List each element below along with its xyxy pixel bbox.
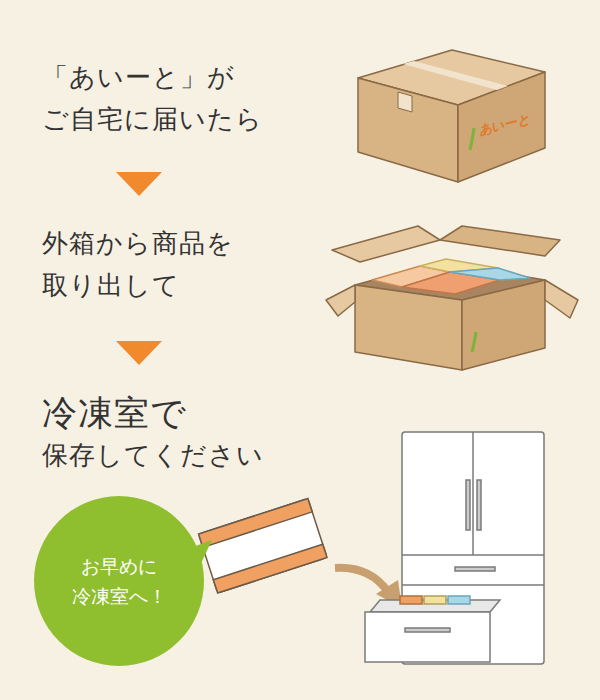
label-text: 冷凍室で 保存してください bbox=[42, 392, 312, 476]
speech-bubble: お早めに 冷凍室へ！ bbox=[34, 496, 204, 666]
frozen-package bbox=[199, 499, 328, 594]
step-arrow bbox=[116, 172, 162, 196]
label-text: 外箱から商品を 取り出して bbox=[42, 222, 282, 306]
bubble-text: お早めに 冷凍室へ！ bbox=[59, 551, 179, 611]
open-box bbox=[326, 226, 578, 370]
move-arrow bbox=[335, 568, 388, 592]
fridge bbox=[365, 432, 544, 664]
label-text: 「あいーと」が ご自宅に届いたら bbox=[42, 56, 282, 140]
step-arrow bbox=[116, 341, 162, 365]
closed-box bbox=[358, 50, 545, 182]
